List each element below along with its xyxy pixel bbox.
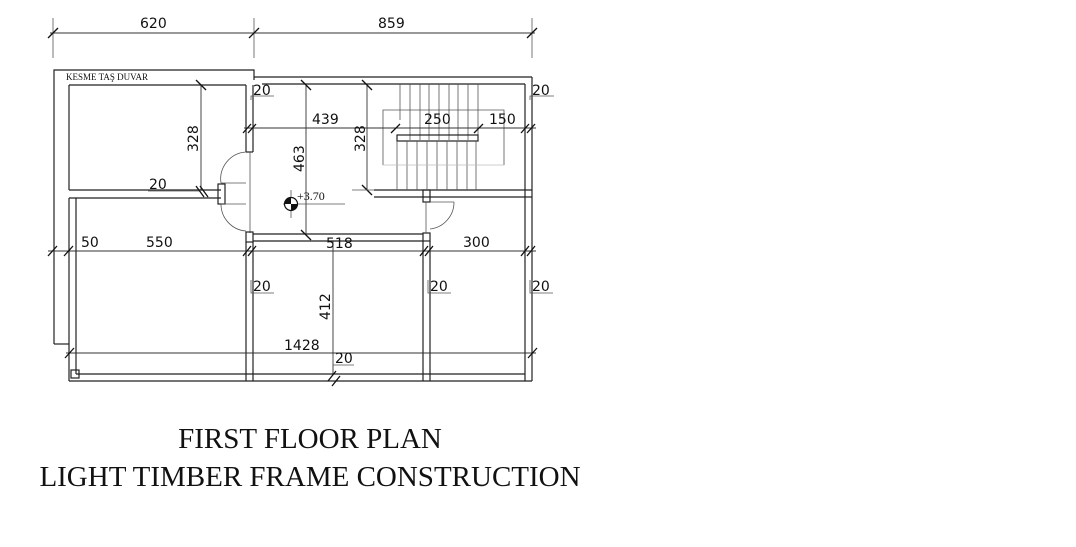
plan-subtitle: LIGHT TIMBER FRAME CONSTRUCTION <box>39 461 581 493</box>
doors <box>220 151 455 232</box>
outer-walls <box>68 76 533 382</box>
stone-wall-label: KESME TAŞ DUVAR <box>66 72 148 82</box>
plan-title: FIRST FLOOR PLAN <box>178 423 442 455</box>
dim-300: 300 <box>463 235 490 251</box>
dim-1428: 1428 <box>284 338 320 354</box>
dim-20-a: 20 <box>253 279 271 295</box>
elevation-label: +3.70 <box>297 189 325 203</box>
dim-20-top-right: 20 <box>532 83 550 99</box>
dim-20-bottom: 20 <box>335 351 353 367</box>
dim-463: 463 <box>292 145 308 172</box>
interior-dimensions: 328 20 439 250 150 463 328 20 20 <box>47 79 554 387</box>
dim-20-c: 20 <box>532 279 550 295</box>
dim-518: 518 <box>326 236 353 252</box>
dim-439: 439 <box>312 112 339 128</box>
interior-walls <box>69 85 532 381</box>
dim-50: 50 <box>81 235 99 251</box>
dim-250: 250 <box>424 112 451 128</box>
dim-328-left: 328 <box>186 125 202 152</box>
dim-620: 620 <box>140 16 167 32</box>
dim-20-b: 20 <box>430 279 448 295</box>
stone-wall: KESME TAŞ DUVAR <box>53 69 255 345</box>
elevation-marker: +3.70 <box>283 189 345 218</box>
staircase <box>382 84 505 190</box>
dim-328-stair: 328 <box>353 125 369 152</box>
dim-150: 150 <box>489 112 516 128</box>
dim-859: 859 <box>378 16 405 32</box>
dim-20-mid-left: 20 <box>149 177 167 193</box>
top-dimension-chain: 620 859 <box>47 16 538 58</box>
dim-20-top-left: 20 <box>253 83 271 99</box>
dim-550: 550 <box>146 235 173 251</box>
dim-412: 412 <box>318 293 334 320</box>
